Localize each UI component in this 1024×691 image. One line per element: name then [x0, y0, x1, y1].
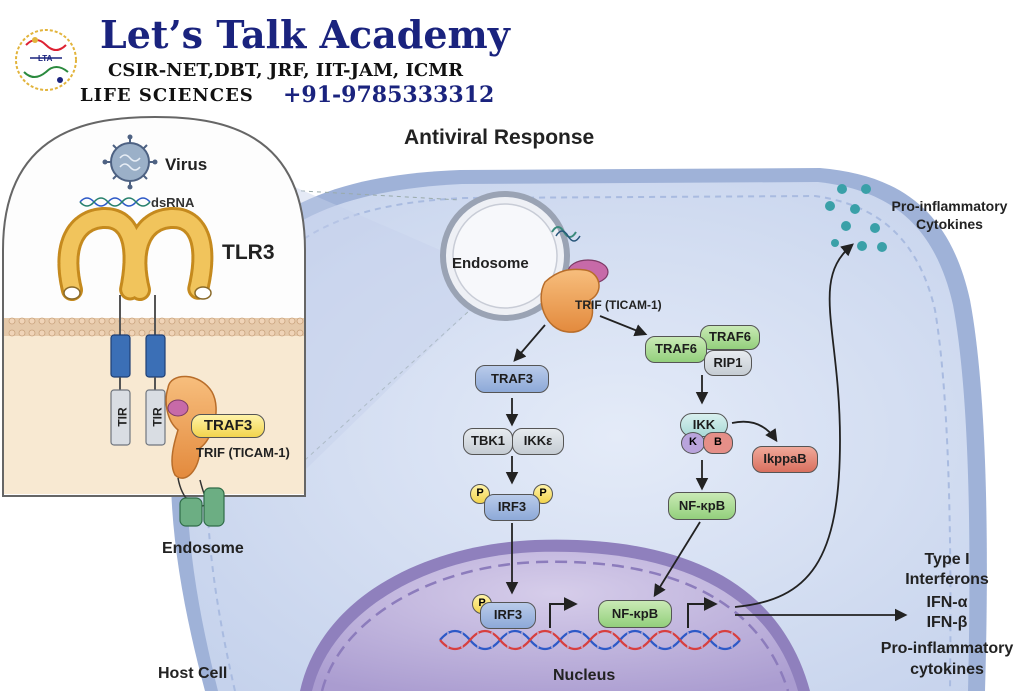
rip1-node: RIP1 [704, 350, 752, 376]
promoter-arrow-nfkb [687, 597, 718, 628]
cytokine-secretion-arrow [734, 243, 854, 608]
subject-line: LIFE SCIENCES [80, 85, 254, 106]
dsrna-label: dsRNA [151, 195, 195, 210]
ikb-arrow [731, 420, 778, 443]
nfkb-node: NF-κpB [668, 492, 736, 520]
ikk-b-subunit: B [703, 432, 733, 454]
tlr3-ectodomain [57, 206, 214, 301]
nucleus-label: Nucleus [553, 667, 616, 684]
diagram-title: Antiviral Response [404, 126, 595, 149]
inset-dsrna-icon [79, 197, 151, 207]
tlr3-transmembrane [110, 295, 166, 446]
pathway-arrows [505, 315, 709, 598]
nucleus-nfkb-node: NF-κpB [598, 600, 672, 628]
inset-endosome-tails [177, 477, 225, 527]
traf6-left-node: TRAF6 [645, 336, 707, 363]
cytokine-particles [825, 184, 887, 252]
ikke-node: IKKε [512, 428, 564, 455]
endosome-trif-protein [540, 268, 600, 333]
ikb-node: IkppaB [752, 446, 818, 473]
endosome-vesicle [440, 191, 570, 321]
dna-base-pairs [447, 632, 733, 648]
nucleus-body [300, 539, 810, 691]
host-cell-label: Host Cell [158, 665, 228, 682]
inset-endosome-label: Endosome [162, 540, 244, 557]
irf3-node: IRF3 [484, 494, 540, 521]
tir-label-right: TIR [150, 407, 165, 427]
ikk-k-subunit: K [681, 432, 705, 454]
cytokines-bottom-line1: Pro-inflammatory [880, 640, 1014, 657]
virus-icon [102, 134, 158, 190]
academy-logo [15, 29, 77, 91]
host-cell-membrane [170, 168, 987, 691]
cytokines-top-line1: Pro-inflammatory [891, 198, 1008, 214]
virus-label: Virus [165, 155, 208, 174]
inset-trif-label: TRIF (TICAM-1) [196, 445, 290, 460]
phone-number: +91-9785333312 [283, 82, 495, 108]
tir-label-left: TIR [115, 407, 130, 427]
ifn-alpha-label: IFN-α [926, 594, 968, 611]
trif-label: TRIF (TICAM-1) [575, 298, 662, 312]
endosome-label: Endosome [452, 255, 529, 272]
type1-line2: Interferons [905, 571, 989, 588]
exams-line: CSIR-NET,DBT, JRF, IIT-JAM, ICMR [108, 60, 464, 81]
cytokines-bottom-line2: cytokines [910, 661, 984, 678]
zoom-line-bottom [304, 309, 471, 461]
inset-traf3: TRAF3 [191, 414, 265, 438]
ifn-beta-label: IFN-β [926, 614, 968, 631]
nucleus-irf3-node: IRF3 [480, 602, 536, 629]
type1-line1: Type I [924, 551, 970, 568]
logo-text: LTA [38, 54, 53, 63]
academy-name: Let’s Talk Academy [100, 12, 510, 57]
dna-helix [439, 629, 741, 651]
traf3-node: TRAF3 [475, 365, 549, 393]
zoom-line-top [284, 189, 461, 201]
zoom-cone [290, 185, 470, 470]
cytokines-top-line2: Cytokines [916, 216, 983, 232]
promoter-arrow-irf3 [549, 597, 578, 628]
traf6-top-node: TRAF6 [700, 325, 760, 350]
tbk1-node: TBK1 [463, 428, 513, 455]
tlr3-label: TLR3 [222, 241, 275, 264]
